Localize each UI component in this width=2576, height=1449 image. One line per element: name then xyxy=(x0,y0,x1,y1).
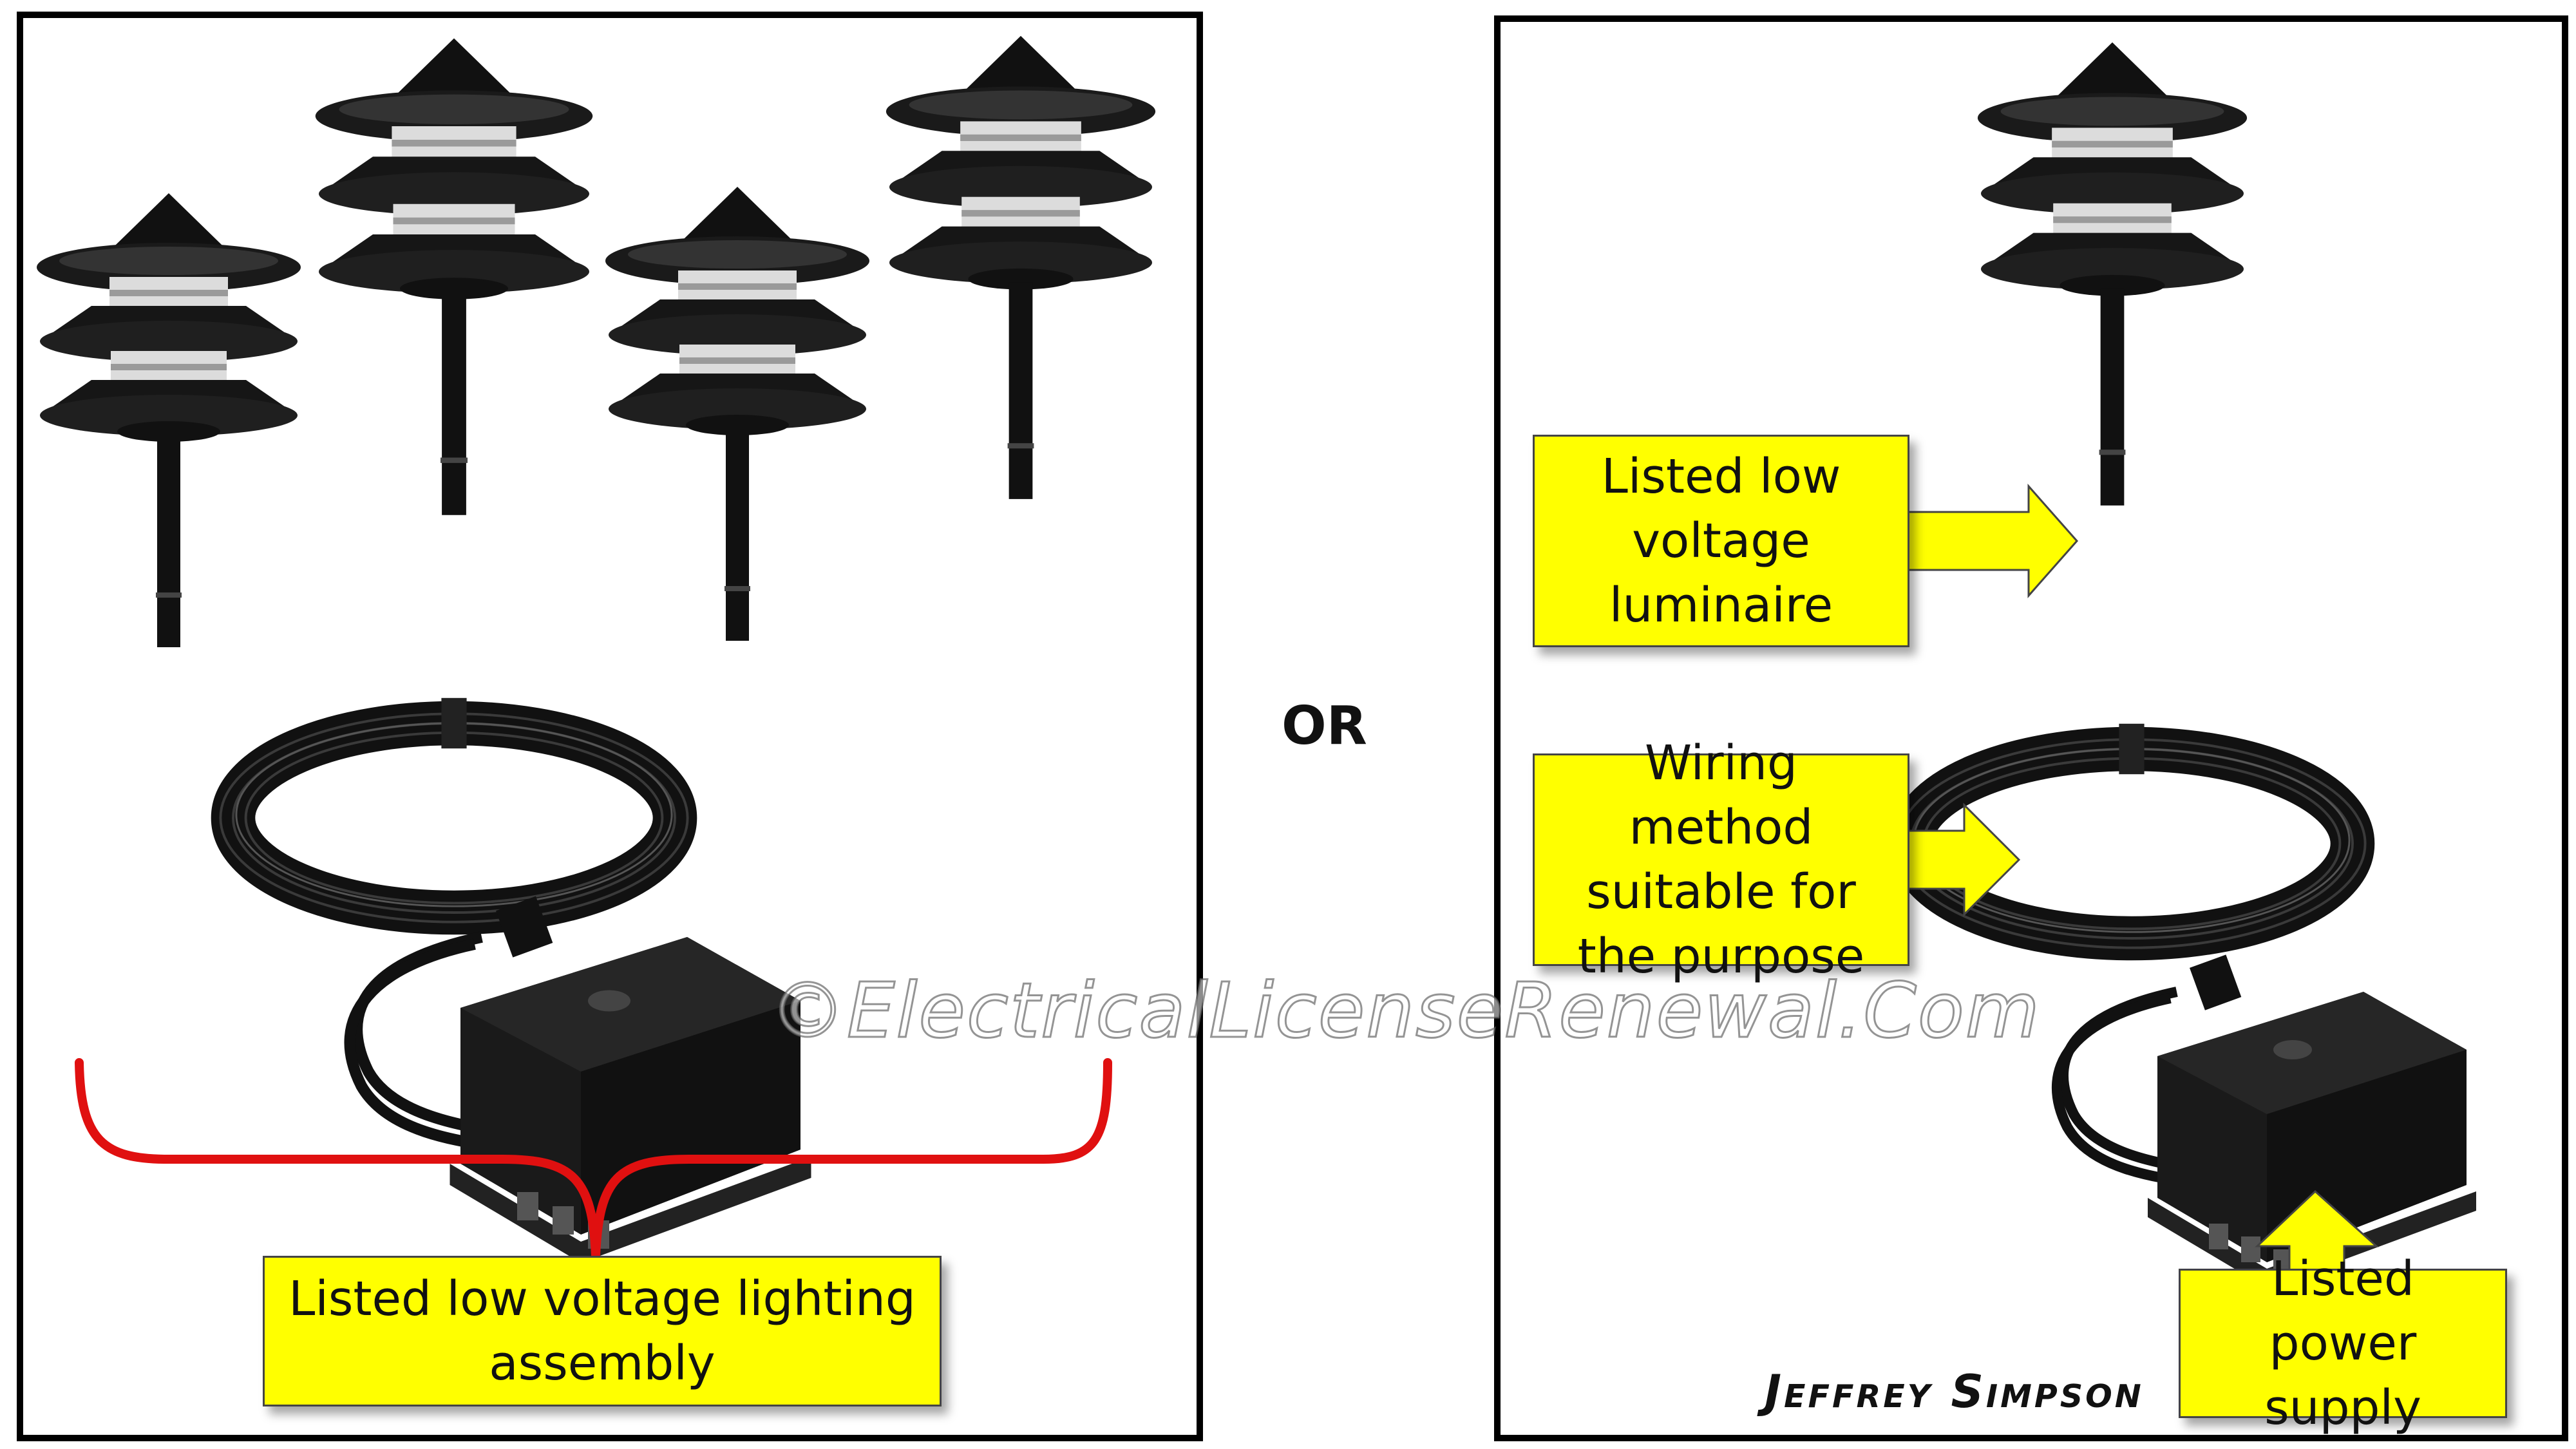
pagoda-light-icon xyxy=(886,35,1156,499)
arrow-right-icon xyxy=(1905,802,2021,917)
luminaire-label: Listed low voltage luminaire xyxy=(1533,435,1909,647)
cable-coil-icon xyxy=(220,698,687,922)
power-supply-label: Listed power supply xyxy=(2179,1251,2507,1435)
author-signature: Jeffrey Simpson xyxy=(1765,1365,2144,1418)
pagoda-light-icon xyxy=(37,193,301,647)
left-lights-group xyxy=(37,35,1156,647)
pagoda-light-icon xyxy=(605,187,869,641)
arrow-right-icon xyxy=(1905,484,2079,598)
wiring-method-label: Wiring method suitable for the purpose xyxy=(1533,735,1909,984)
pagoda-light-icon xyxy=(315,38,593,515)
curly-bracket-icon xyxy=(75,1058,1112,1256)
pagoda-light-icon xyxy=(1977,42,2248,506)
or-separator: OR xyxy=(1282,696,1367,757)
assembly-label: Listed low voltage lighting assembly xyxy=(263,1256,942,1406)
transformer-icon xyxy=(350,896,811,1263)
watermark: ©ElectricalLicenseRenewal.Com xyxy=(769,965,2041,1056)
